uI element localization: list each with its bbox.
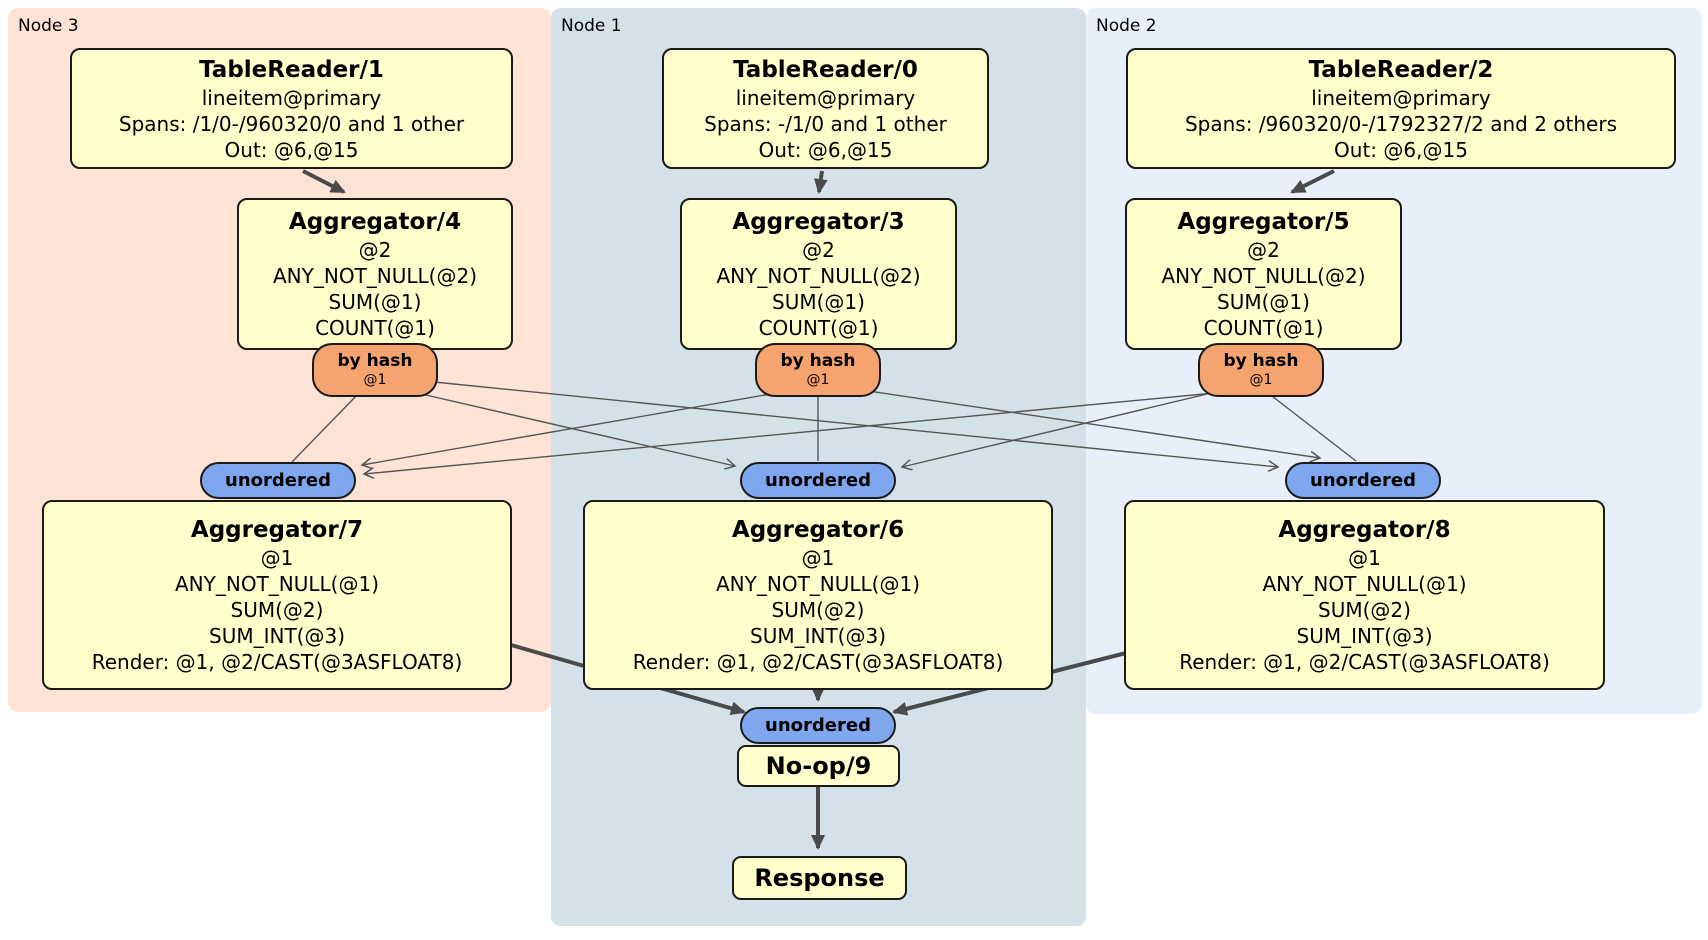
processor-line: @2 — [1247, 238, 1280, 262]
by-hash-router-right: by hash @1 — [1198, 343, 1324, 397]
processor-line: Spans: /1/0-/960320/0 and 1 other — [118, 111, 465, 136]
processor-line: SUM(@2) — [230, 598, 324, 622]
by-hash-router-left: by hash @1 — [312, 343, 438, 397]
processor-title: TableReader/0 — [733, 56, 918, 83]
aggregator-3-box: Aggregator/3 @2 ANY_NOT_NULL(@2) SUM(@1)… — [680, 198, 957, 350]
processor-line: Out: @6,@15 — [1334, 137, 1468, 162]
processor-line: ANY_NOT_NULL(@2) — [273, 264, 477, 288]
processor-line: SUM(@1) — [772, 290, 865, 314]
tablereader-1-box: TableReader/1 lineitem@primary Spans: /1… — [70, 48, 513, 169]
unordered-sync-final: unordered — [740, 707, 896, 744]
processor-line: @2 — [358, 238, 392, 262]
processor-line: ANY_NOT_NULL(@1) — [175, 572, 379, 596]
processor-line: SUM(@1) — [1217, 290, 1310, 314]
processor-title: No-op/9 — [765, 752, 872, 780]
processor-line: Out: @6,@15 — [758, 137, 893, 162]
router-label: by hash — [780, 351, 856, 371]
processor-line: SUM(@2) — [1318, 598, 1411, 622]
processor-line: SUM_INT(@3) — [750, 624, 886, 648]
processor-line: @1 — [260, 546, 294, 570]
processor-title: Aggregator/6 — [731, 517, 905, 543]
processor-line: lineitem@primary — [201, 85, 382, 110]
router-detail: @1 — [1249, 372, 1273, 388]
processor-line: COUNT(@1) — [315, 316, 435, 340]
aggregator-4-box: Aggregator/4 @2 ANY_NOT_NULL(@2) SUM(@1)… — [237, 198, 513, 350]
tablereader-2-box: TableReader/2 lineitem@primary Spans: /9… — [1126, 48, 1676, 169]
processor-title: Aggregator/3 — [732, 209, 905, 235]
processor-line: @1 — [801, 546, 835, 570]
processor-title: TableReader/2 — [1308, 56, 1494, 83]
processor-title: Response — [754, 864, 885, 892]
router-label: by hash — [1223, 351, 1299, 371]
processor-line: Spans: -/1/0 and 1 other — [704, 111, 947, 136]
processor-line: Spans: /960320/0-/1792327/2 and 2 others — [1184, 111, 1617, 136]
aggregator-5-box: Aggregator/5 @2 ANY_NOT_NULL(@2) SUM(@1)… — [1125, 198, 1402, 350]
processor-line: SUM_INT(@3) — [209, 624, 345, 648]
processor-line: SUM(@2) — [771, 598, 865, 622]
router-label: by hash — [337, 351, 413, 371]
unordered-sync-left: unordered — [200, 462, 356, 499]
sync-label: unordered — [225, 470, 331, 491]
node3-label: Node 3 — [18, 16, 79, 36]
processor-title: TableReader/1 — [199, 56, 384, 83]
processor-line: Render: @1, @2/CAST(@3ASFLOAT8) — [632, 650, 1004, 674]
processor-line: lineitem@primary — [735, 85, 916, 110]
sync-label: unordered — [1310, 470, 1416, 491]
unordered-sync-right: unordered — [1285, 462, 1441, 499]
processor-line: COUNT(@1) — [758, 316, 879, 340]
aggregator-8-box: Aggregator/8 @1 ANY_NOT_NULL(@1) SUM(@2)… — [1124, 500, 1605, 690]
node1-label: Node 1 — [561, 16, 622, 36]
processor-line: SUM_INT(@3) — [1296, 624, 1433, 648]
response-box: Response — [732, 856, 907, 900]
processor-line: @1 — [1348, 546, 1381, 570]
tablereader-0-box: TableReader/0 lineitem@primary Spans: -/… — [662, 48, 989, 169]
sync-label: unordered — [765, 715, 871, 736]
processor-line: ANY_NOT_NULL(@2) — [716, 264, 921, 288]
processor-line: Render: @1, @2/CAST(@3ASFLOAT8) — [91, 650, 463, 674]
processor-line: ANY_NOT_NULL(@1) — [1262, 572, 1467, 596]
processor-line: @2 — [802, 238, 835, 262]
processor-title: Aggregator/7 — [190, 517, 364, 543]
router-detail: @1 — [806, 372, 830, 388]
by-hash-router-center: by hash @1 — [755, 343, 881, 397]
processor-line: ANY_NOT_NULL(@2) — [1161, 264, 1366, 288]
sync-label: unordered — [765, 470, 871, 491]
processor-title: Aggregator/4 — [288, 209, 462, 235]
processor-line: lineitem@primary — [1311, 85, 1491, 110]
node2-label: Node 2 — [1096, 16, 1157, 36]
processor-line: ANY_NOT_NULL(@1) — [716, 572, 920, 596]
processor-line: COUNT(@1) — [1203, 316, 1324, 340]
noop-9-box: No-op/9 — [737, 745, 900, 787]
unordered-sync-center: unordered — [740, 462, 896, 499]
router-detail: @1 — [363, 372, 387, 388]
aggregator-7-box: Aggregator/7 @1 ANY_NOT_NULL(@1) SUM(@2)… — [42, 500, 512, 690]
processor-title: Aggregator/8 — [1278, 517, 1451, 543]
processor-title: Aggregator/5 — [1177, 209, 1350, 235]
processor-line: SUM(@1) — [328, 290, 422, 314]
processor-line: Out: @6,@15 — [224, 137, 359, 162]
aggregator-6-box: Aggregator/6 @1 ANY_NOT_NULL(@1) SUM(@2)… — [583, 500, 1053, 690]
processor-line: Render: @1, @2/CAST(@3ASFLOAT8) — [1179, 650, 1550, 674]
